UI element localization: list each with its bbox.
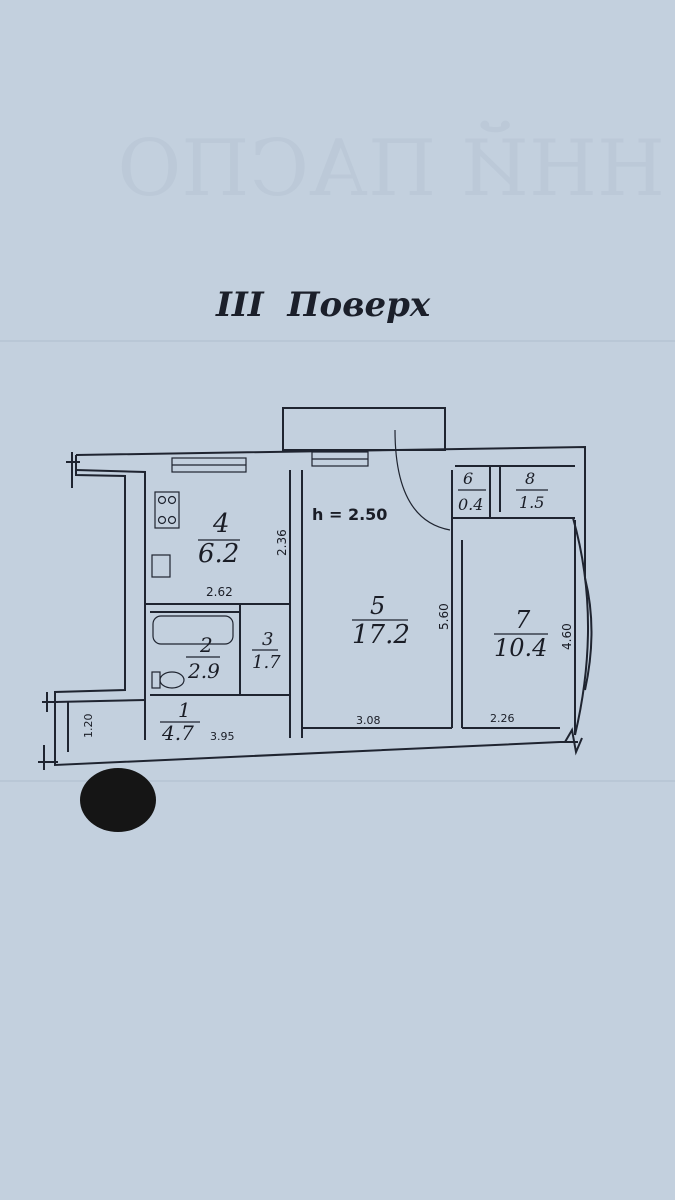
break-marks (38, 452, 583, 770)
dimension-labels: 2.36 2.62 5.60 3.08 4.60 2.26 3.95 1.20 (82, 529, 574, 743)
room-3-area: 1.7 (252, 652, 281, 673)
room-2-area: 2.9 (187, 659, 220, 683)
windows (171, 451, 369, 473)
room-labels: 4 6.2 5 17.2 7 10.4 2 2.9 3 1.7 1 4.7 6 … (160, 469, 548, 745)
floor-title: III Поверх (215, 285, 431, 325)
room-7-number: 7 (515, 606, 531, 634)
stove-icon (154, 491, 180, 529)
bathtub-icon (152, 615, 234, 645)
room-6-number: 6 (463, 469, 473, 488)
balcony (282, 407, 446, 451)
room-1-number: 1 (178, 698, 191, 722)
room-2-number: 2 (199, 633, 213, 657)
dim-room5-height: 5.60 (437, 603, 451, 630)
dim-room4-width: 2.62 (206, 585, 233, 599)
room-1-area: 4.7 (161, 721, 194, 745)
room-3-number: 3 (262, 629, 273, 650)
room-5-area: 17.2 (352, 620, 410, 650)
room-8-area: 1.5 (519, 493, 544, 512)
dim-room7-width: 2.26 (490, 712, 515, 725)
room-8-number: 8 (525, 469, 535, 488)
room-6-area: 0.4 (458, 495, 483, 514)
dim-room1-width: 3.95 (210, 730, 235, 743)
dim-room7-height: 4.60 (560, 623, 574, 650)
floor-plan (38, 407, 593, 832)
room-4-number: 4 (212, 509, 230, 539)
dim-room1-height: 1.20 (82, 714, 95, 739)
sink-icon (151, 554, 171, 578)
svg-text:ННЙ ПАСПО: ННЙ ПАСПО (117, 119, 665, 214)
bleed-through-decoration: ННЙ ПАСПО (0, 119, 675, 782)
room-7-area: 10.4 (494, 634, 547, 662)
toilet-icon (151, 671, 185, 689)
room-5-number: 5 (370, 592, 385, 620)
dim-room5-width: 3.08 (356, 714, 381, 727)
room-4-area: 6.2 (198, 539, 239, 569)
ceiling-height: h = 2.50 (312, 505, 387, 524)
dim-room4-height: 2.36 (275, 529, 289, 556)
redaction-mark (80, 768, 156, 832)
